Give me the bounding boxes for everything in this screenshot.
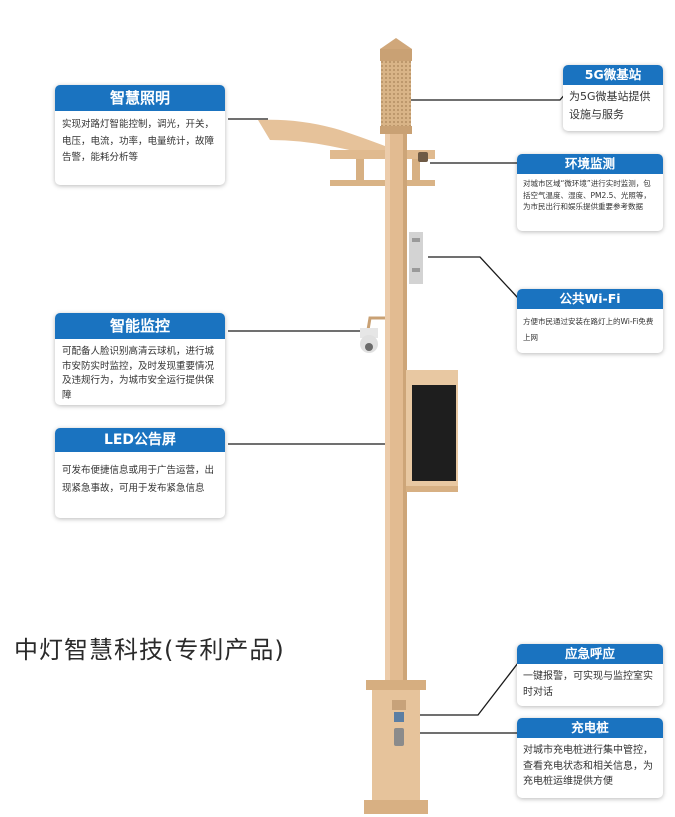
card-lighting-desc: 实现对路灯智能控制，调光，开关，电压，电流，功率，电量统计，故障告警，能耗分析等 xyxy=(62,119,215,164)
company-tagline: 中灯智慧科技(专利产品) xyxy=(14,636,285,664)
card-env: 环境监测 对城市区域“微环境”进行实时监测，包括空气温度、湿度、PM2.5、光照… xyxy=(517,154,663,231)
card-charging: 充电桩 对城市充电桩进行集中管控，查看充电状态和相关信息，为充电桩运维提供方便 xyxy=(517,718,663,798)
card-monitor-desc: 可配备人脸识别高清云球机，进行城市安防实时监控，及时发现重要情况及违规行为，为城… xyxy=(62,346,215,402)
camera-device xyxy=(360,316,385,353)
line-wifi xyxy=(428,256,519,299)
card-wifi: 公共Wi-Fi 方便市民通过安装在路灯上的Wi-Fi免费上网 xyxy=(517,289,663,353)
card-env-desc: 对城市区域“微环境”进行实时监测，包括空气温度、湿度、PM2.5、光照等，为市民… xyxy=(523,179,651,212)
card-lighting-title: 智慧照明 xyxy=(55,85,225,111)
card-charging-title: 充电桩 xyxy=(517,718,663,738)
base-cabinet xyxy=(364,680,428,814)
wifi-device xyxy=(409,232,423,284)
pole-shaft xyxy=(385,134,407,689)
card-monitor-title: 智能监控 xyxy=(55,313,225,339)
card-led-desc: 可发布便捷信息或用于广告运营，出现紧急事故，可用于发布紧急信息 xyxy=(62,465,215,495)
card-5g-desc: 为5G微基站提供设施与服务 xyxy=(569,90,651,121)
card-5g-title: 5G微基站 xyxy=(563,65,663,85)
card-wifi-title: 公共Wi-Fi xyxy=(517,289,663,309)
card-emergency-desc: 一键报警，可实现与监控室实时对话 xyxy=(523,671,653,698)
antenna-5g xyxy=(380,38,412,134)
card-wifi-desc: 方便市民通过安装在路灯上的Wi-Fi免费上网 xyxy=(523,317,654,342)
card-charging-desc: 对城市充电桩进行集中管控，查看充电状态和相关信息，为充电桩运维提供方便 xyxy=(523,745,653,787)
light-arm xyxy=(258,119,435,186)
card-5g: 5G微基站 为5G微基站提供设施与服务 xyxy=(563,65,663,131)
card-led-title: LED公告屏 xyxy=(55,428,225,452)
card-emergency-title: 应急呼应 xyxy=(517,644,663,664)
card-emergency: 应急呼应 一键报警，可实现与监控室实时对话 xyxy=(517,644,663,706)
led-screen-device xyxy=(406,370,458,492)
line-emergency xyxy=(420,662,519,716)
card-lighting: 智慧照明 实现对路灯智能控制，调光，开关，电压，电流，功率，电量统计，故障告警，… xyxy=(55,85,225,185)
card-monitor: 智能监控 可配备人脸识别高清云球机，进行城市安防实时监控，及时发现重要情况及违规… xyxy=(55,313,225,405)
card-env-title: 环境监测 xyxy=(517,154,663,174)
card-led: LED公告屏 可发布便捷信息或用于广告运营，出现紧急事故，可用于发布紧急信息 xyxy=(55,428,225,518)
env-sensor xyxy=(418,152,428,162)
